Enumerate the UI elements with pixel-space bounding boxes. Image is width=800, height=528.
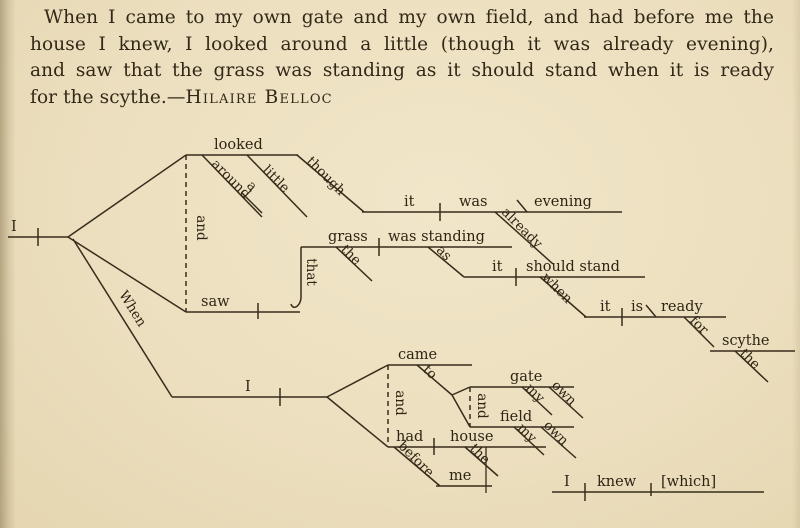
fork-up-objects <box>451 386 471 396</box>
diagonal-to <box>416 364 453 396</box>
word-around: around <box>208 156 254 202</box>
diagonal-the-grass <box>335 246 373 282</box>
word-the-scythe: the <box>736 346 763 373</box>
pedestal-that-clause <box>290 247 302 308</box>
word-subject-sub: I <box>245 379 251 395</box>
word-it-3: it <box>600 299 611 315</box>
word-scythe: scythe <box>722 333 770 349</box>
word-little: little <box>259 162 293 196</box>
diagonal-a <box>241 192 263 214</box>
diagonal-my-field <box>513 426 545 456</box>
word-house: house <box>450 429 493 445</box>
word-when: when <box>538 269 576 307</box>
diagonal-the-scythe <box>734 350 769 383</box>
word-it-1: it <box>404 194 415 210</box>
word-as: as <box>433 242 455 264</box>
word-evening: evening <box>534 194 592 210</box>
predicate-separator-2 <box>645 304 657 318</box>
excerpt-paragraph: When I came to my own gate and my own fi… <box>0 0 800 111</box>
diagonal-for <box>683 316 715 348</box>
fork-down-sub <box>326 396 389 448</box>
predicate-separator-1 <box>516 199 528 213</box>
sentence-diagram: I and looked around little a though it <box>8 137 795 501</box>
that-clause: grass was standing the as <box>301 229 512 282</box>
word-which: [which] <box>661 474 716 490</box>
diagonal-already <box>494 211 554 265</box>
when-connector: When <box>72 238 173 398</box>
word-When: When <box>115 288 150 330</box>
diagonal-as <box>427 246 465 278</box>
diagonal-though <box>296 154 365 213</box>
word-though: though <box>303 153 349 199</box>
diagonal-when <box>539 276 587 318</box>
word-subject-main: I <box>11 219 17 235</box>
word-should-stand: should stand <box>526 259 620 275</box>
diagonal-my-gate <box>521 386 553 416</box>
sub-clause: I and <box>172 364 408 448</box>
diagonal-little <box>246 154 308 218</box>
diagonal-own-field <box>540 426 577 459</box>
word-was: was <box>459 194 488 210</box>
diagonal-around <box>201 154 263 218</box>
word-and-sub: and <box>392 390 408 416</box>
word-me: me <box>449 468 471 484</box>
word-own-field: own <box>540 417 572 449</box>
word-field: field <box>500 409 532 425</box>
diagonal-the-house <box>464 446 499 477</box>
attribution: Hilaire Belloc <box>185 86 333 108</box>
word-own-gate: own <box>548 377 580 409</box>
fork-up-main <box>67 154 187 238</box>
word-is: is <box>631 299 643 315</box>
fork-down-main <box>67 236 187 313</box>
as-clause: it should stand when <box>464 259 645 318</box>
word-grass: grass <box>328 229 368 245</box>
excerpt-line: for the scythe.—Hilaire Belloc <box>30 85 774 112</box>
word-and-main: and <box>193 215 209 241</box>
diagonal-own-gate <box>548 386 584 419</box>
word-came: came <box>398 347 437 363</box>
main-clause: I and <box>8 154 209 313</box>
excerpt-line: and saw that the grass was standing as i… <box>30 60 774 81</box>
word-looked: looked <box>214 137 263 153</box>
excerpt-line: When I came to my own gate and my own fi… <box>44 7 774 28</box>
word-had: had <box>396 429 423 445</box>
word-gate: gate <box>510 369 542 385</box>
fork-down-objects <box>451 394 471 428</box>
excerpt-line: house I knew, I looked around a little (… <box>30 33 774 55</box>
word-subject-rel: I <box>564 474 570 490</box>
diagonal-When <box>72 238 173 398</box>
word-saw: saw <box>201 294 230 310</box>
relative-clause: I knew [which] <box>552 474 764 501</box>
looked-branch: looked around little a though <box>186 137 365 218</box>
fork-up-sub <box>326 364 389 398</box>
word-that: that <box>303 258 319 286</box>
saw-branch: saw that <box>186 247 319 319</box>
word-it-2: it <box>492 259 503 275</box>
word-ready: ready <box>661 299 703 315</box>
excerpt-text: for the scythe.— <box>30 86 186 108</box>
diagonal-before <box>393 446 441 487</box>
word-was-standing: was standing <box>388 229 485 245</box>
word-and-objects: and <box>474 393 490 419</box>
word-the-grass: the <box>337 242 364 269</box>
when-clause: it is ready for scythe the <box>584 299 795 383</box>
word-knew: knew <box>597 474 637 490</box>
